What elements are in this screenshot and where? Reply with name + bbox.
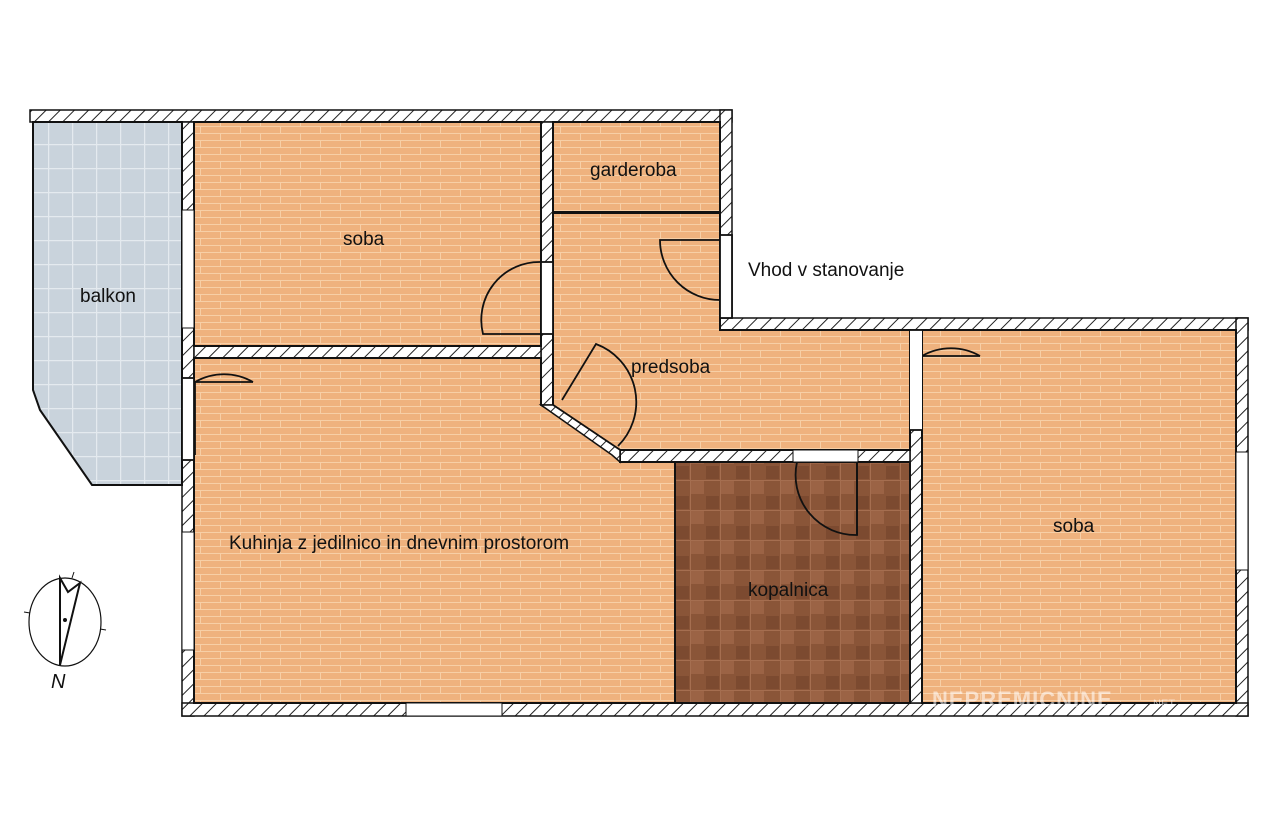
- label-kopalnica: kopalnica: [748, 580, 829, 601]
- label-predsoba: predsoba: [631, 357, 711, 378]
- balcony-floor: [32, 121, 183, 486]
- watermark: NEPREMICNINE: [932, 687, 1113, 712]
- watermark-suffix: .NET: [1150, 698, 1175, 710]
- compass-label: N: [51, 671, 66, 693]
- room-garderoba: [552, 121, 721, 213]
- label-soba-top: soba: [343, 229, 385, 250]
- label-kitchen: Kuhinja z jedilnico in dnevnim prostorom: [229, 533, 569, 554]
- label-balkon: balkon: [80, 286, 136, 307]
- label-soba-right: soba: [1053, 516, 1095, 537]
- label-garderoba: garderoba: [590, 160, 677, 181]
- label-entrance: Vhod v stanovanje: [748, 260, 904, 281]
- room-kopalnica: [674, 461, 911, 704]
- room-soba-right: [921, 329, 1237, 704]
- north-arrow-icon: [23, 571, 107, 667]
- wall-diagonal: [538, 404, 621, 464]
- doors: [181, 234, 981, 536]
